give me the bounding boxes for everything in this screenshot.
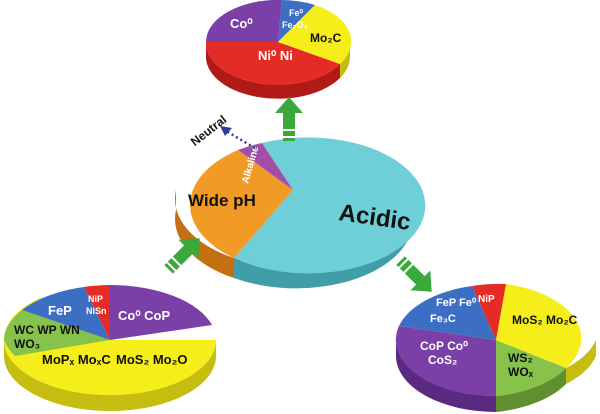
top-pie: Co⁰ Fe⁰ Fe₂O₃ Mo₂C Ni⁰ Ni — [205, 0, 352, 99]
arrow-top-stripe-2 — [283, 131, 295, 136]
label-left-fep: FeP — [48, 303, 72, 318]
left-pie: FeP NiP NiSn Co⁰ CoP WC WP WN WO₃ MoPₓ M… — [3, 285, 217, 411]
label-left-nip: NiP — [88, 294, 103, 304]
label-right-nip: NiP — [478, 294, 495, 305]
arrow-to-left — [164, 238, 200, 274]
label-top-co0: Co⁰ — [230, 16, 253, 31]
label-right-fep-fe0: FeP Fe⁰ — [436, 297, 477, 309]
center-pie-slice-acidic — [234, 137, 426, 274]
center-pie: Acidic Wide pH Alkaline — [174, 137, 426, 289]
right-pie-slice-nip — [472, 283, 506, 340]
label-left-mos2-mo2o: MoS₂ Mo₂O — [116, 352, 188, 367]
top-pie-side-left — [205, 42, 340, 99]
arrow-right-stripe-1 — [396, 256, 407, 267]
left-pie-slice-nip — [84, 285, 110, 340]
label-left-nisn: NiSn — [86, 306, 107, 316]
label-left-wc-wp-wn: WC WP WN — [14, 323, 80, 337]
top-pie-slice-co — [205, 0, 282, 42]
left-pie-slice-co — [110, 285, 212, 340]
label-right-cop-co0: CoP Co⁰ — [420, 339, 468, 353]
right-pie-slice-fe — [399, 286, 496, 340]
arrow-top-shaft — [283, 112, 295, 129]
right-pie-side-left — [396, 340, 496, 412]
top-pie-slice-mo2c — [278, 5, 352, 64]
arrow-left-stripe-2 — [167, 258, 180, 271]
arrow-right-head — [410, 270, 432, 292]
arrow-top-stripe-1 — [283, 138, 295, 141]
label-right-fe3c: Fe₃C — [430, 313, 456, 325]
label-right-ws2: WS₂ — [508, 351, 533, 365]
label-wide-ph: Wide pH — [188, 191, 256, 210]
arrow-to-top — [275, 97, 303, 141]
label-left-wo3: WO₃ — [14, 337, 40, 351]
center-pie-slice-alkaline — [238, 143, 293, 190]
neutral-dotted-line — [225, 129, 256, 150]
label-right-wox: WOₓ — [508, 365, 534, 379]
arrow-left-shaft — [172, 245, 193, 266]
top-pie-side-right — [340, 42, 351, 78]
neutral-arrow-head — [220, 126, 232, 136]
right-pie-side-green — [496, 368, 566, 412]
right-pie-slice-co — [395, 326, 496, 397]
label-top-fe0: Fe⁰ — [289, 8, 304, 18]
center-pie-slice-wide-ph — [190, 150, 293, 258]
top-pie-slice-fe — [278, 0, 315, 42]
label-left-mop-moxc: MoPₓ MoₓC — [42, 352, 111, 367]
arrow-top-head — [275, 97, 303, 113]
label-left-co-cop: Co⁰ CoP — [118, 308, 170, 323]
arrow-left-stripe-1 — [164, 263, 175, 274]
label-top-mo2c: Mo₂C — [310, 31, 342, 45]
label-right-cos2: CoS₂ — [428, 353, 457, 367]
right-pie-slice-mo — [496, 284, 582, 368]
left-pie-slice-fep — [22, 287, 110, 340]
arrow-right-stripe-2 — [399, 259, 412, 272]
right-pie-side-yellow — [566, 340, 596, 384]
center-pie-side-orange — [174, 190, 234, 278]
neutral-pointer: Neutral — [188, 112, 256, 150]
top-pie-slice-ni — [205, 42, 340, 85]
label-top-fe2o3: Fe₂O₃ — [282, 20, 308, 30]
right-pie: FeP Fe⁰ NiP Fe₃C MoS₂ Mo₂C CoP Co⁰ CoS₂ … — [395, 283, 596, 412]
arrow-left-head — [178, 238, 200, 260]
arrow-to-right — [396, 256, 432, 292]
left-pie-side — [4, 340, 216, 411]
arrow-right-shaft — [404, 264, 425, 285]
left-pie-slice-w — [4, 310, 110, 356]
right-pie-slice-w — [496, 340, 566, 396]
label-top-ni: Ni⁰ Ni — [258, 48, 293, 63]
label-right-mos2-mo2c: MoS₂ Mo₂C — [512, 313, 578, 327]
